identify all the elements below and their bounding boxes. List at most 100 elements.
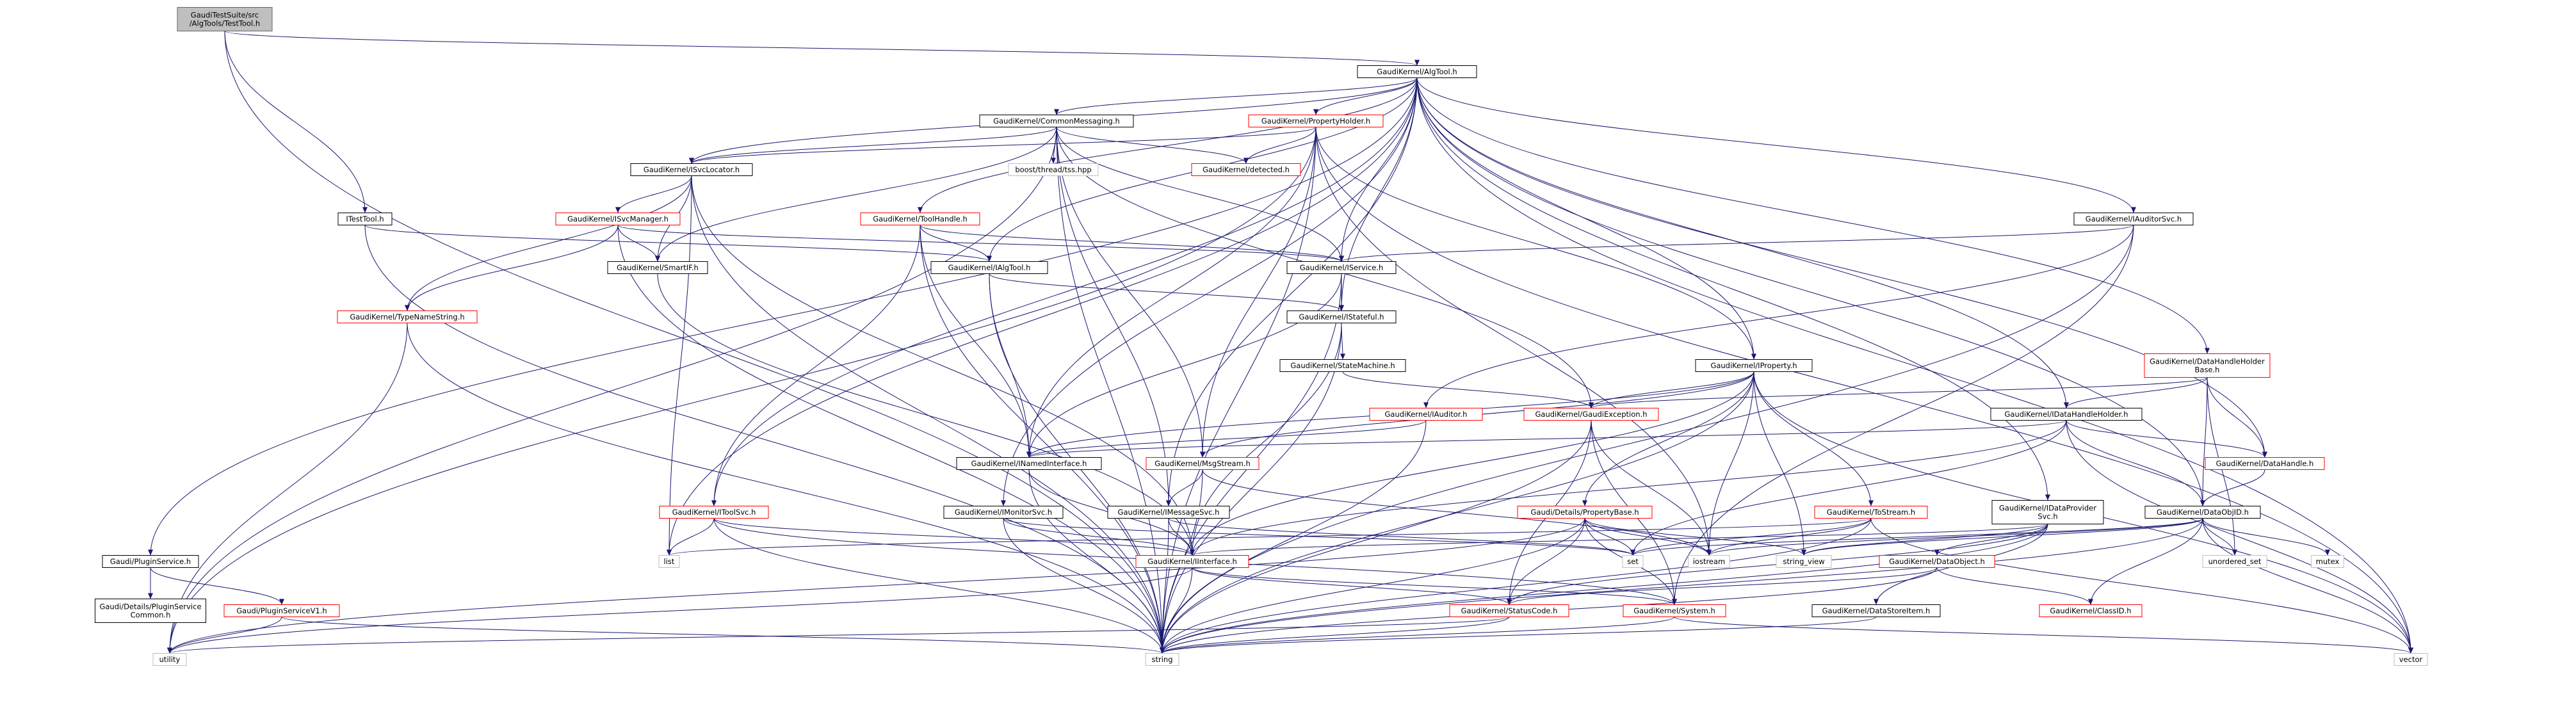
include-edge bbox=[1589, 377, 2208, 408]
file-node-box bbox=[1695, 359, 1813, 372]
file-node[interactable]: GaudiKernel/ToStream.h bbox=[1814, 506, 1928, 519]
file-node[interactable]: GaudiKernel/StatusCode.h bbox=[1449, 604, 1569, 617]
file-node[interactable]: Gaudi/Details/PropertyBase.h bbox=[1517, 506, 1653, 519]
file-node-box bbox=[1517, 506, 1653, 519]
file-node[interactable]: GaudiKernel/DataHandle.h bbox=[2205, 457, 2325, 470]
file-node-label: boost/thread/tss.hpp bbox=[1015, 165, 1091, 174]
include-edge bbox=[1243, 127, 1316, 164]
include-edge bbox=[667, 175, 692, 556]
edge-layer bbox=[148, 31, 2413, 654]
file-node[interactable]: string bbox=[1145, 653, 1179, 666]
file-node-label: iostream bbox=[1693, 557, 1726, 566]
file-node-box bbox=[943, 506, 1064, 519]
file-node[interactable]: GaudiKernel/StateMachine.h bbox=[1279, 359, 1406, 372]
file-node[interactable]: GaudiKernel/TypeNameString.h bbox=[337, 311, 478, 323]
file-node[interactable]: GaudiKernel/IAlgTool.h bbox=[930, 261, 1048, 274]
file-node-label: Svc.h bbox=[2037, 512, 2057, 521]
file-node-label: GaudiKernel/TypeNameString.h bbox=[350, 312, 464, 321]
include-edge bbox=[1160, 420, 1427, 654]
file-node[interactable]: string_view bbox=[1776, 555, 1832, 568]
file-node[interactable]: GaudiKernel/ToolHandle.h bbox=[860, 213, 980, 225]
file-node[interactable]: GaudiKernel/System.h bbox=[1623, 604, 1726, 617]
include-edge bbox=[657, 273, 1195, 556]
file-node[interactable]: iostream bbox=[1688, 555, 1730, 568]
file-node[interactable]: GaudiKernel/IAuditor.h bbox=[1369, 408, 1483, 421]
file-node-label: GaudiKernel/DataObjID.h bbox=[2157, 508, 2249, 517]
file-node[interactable]: GaudiKernel/AlgTool.h bbox=[1357, 65, 1477, 78]
file-node[interactable]: unordered_set bbox=[2202, 555, 2267, 568]
include-edge bbox=[364, 225, 992, 262]
include-edge bbox=[167, 127, 1316, 654]
file-node[interactable]: GaudiKernel/ClassID.h bbox=[2039, 604, 2143, 617]
include-edge bbox=[407, 323, 1165, 654]
include-edge bbox=[1056, 127, 1344, 262]
include-edge bbox=[617, 225, 1344, 262]
include-edge bbox=[1706, 371, 1754, 556]
file-node[interactable]: list bbox=[658, 555, 680, 568]
file-node[interactable]: Gaudi/PluginService.h bbox=[102, 555, 199, 568]
include-edge bbox=[405, 175, 692, 311]
file-node[interactable]: GaudiKernel/DataStoreItem.h bbox=[1811, 604, 1941, 617]
file-node[interactable]: GaudiKernel/detected.h bbox=[1191, 163, 1301, 176]
include-edge bbox=[1507, 567, 1938, 605]
file-node-box bbox=[1814, 506, 1928, 519]
include-edge bbox=[167, 617, 282, 654]
file-node[interactable]: mutex bbox=[2311, 555, 2344, 568]
include-edge bbox=[1582, 371, 1754, 506]
file-node[interactable]: GaudiKernel/ISvcManager.h bbox=[555, 213, 681, 225]
file-node[interactable]: GaudiKernel/GaudiException.h bbox=[1523, 408, 1659, 421]
file-node-label: mutex bbox=[2316, 557, 2340, 566]
file-node[interactable]: GaudiTestSuite/src/AlgTools/TestTool.h bbox=[177, 7, 273, 31]
file-node[interactable]: GaudiKernel/ISvcLocator.h bbox=[630, 163, 753, 176]
include-edge bbox=[667, 77, 1418, 556]
file-node[interactable]: GaudiKernel/CommonMessaging.h bbox=[979, 115, 1134, 127]
file-node[interactable]: vector bbox=[2394, 653, 2428, 666]
include-edge bbox=[919, 225, 992, 262]
file-node[interactable]: GaudiKernel/IMessageSvc.h bbox=[1107, 506, 1230, 519]
file-node[interactable]: set bbox=[1622, 555, 1644, 568]
file-node[interactable]: ITestTool.h bbox=[337, 213, 393, 225]
file-node[interactable]: utility bbox=[152, 653, 187, 666]
file-node-box bbox=[956, 457, 1102, 470]
file-node-label: GaudiKernel/SmartIF.h bbox=[617, 263, 699, 272]
file-node[interactable]: GaudiKernel/DataObjID.h bbox=[2144, 506, 2261, 519]
file-node[interactable]: GaudiKernel/IService.h bbox=[1286, 261, 1397, 274]
file-node-box bbox=[1357, 65, 1477, 78]
file-node[interactable]: GaudiKernel/IStateful.h bbox=[1286, 311, 1397, 323]
include-edge bbox=[2066, 420, 2413, 654]
file-node-label: string bbox=[1151, 655, 1172, 664]
include-edge bbox=[989, 273, 1344, 311]
file-node[interactable]: GaudiKernel/IMonitorSvc.h bbox=[943, 506, 1064, 519]
file-node[interactable]: GaudiKernel/PropertyHolder.h bbox=[1248, 115, 1384, 127]
file-node[interactable]: GaudiKernel/IDataHandleHolder.h bbox=[1990, 408, 2143, 421]
include-edge bbox=[655, 127, 1057, 262]
file-node-box bbox=[2144, 506, 2261, 519]
file-node[interactable]: GaudiKernel/SmartIF.h bbox=[607, 261, 708, 274]
file-node-label: GaudiKernel/StateMachine.h bbox=[1290, 361, 1395, 370]
file-node[interactable]: GaudiKernel/IToolSvc.h bbox=[659, 506, 769, 519]
file-node-label: GaudiKernel/DataStoreItem.h bbox=[1822, 606, 1931, 615]
file-node[interactable]: GaudiKernel/MsgStream.h bbox=[1146, 457, 1260, 470]
include-edge bbox=[1166, 469, 1203, 506]
file-node[interactable]: Gaudi/PluginServiceV1.h bbox=[223, 604, 340, 617]
include-edge bbox=[364, 225, 1165, 654]
include-edge bbox=[2202, 518, 2237, 556]
include-edge bbox=[1934, 524, 2048, 556]
file-node[interactable]: GaudiKernel/IProperty.h bbox=[1695, 359, 1813, 372]
include-edge bbox=[1313, 77, 1418, 115]
include-edge bbox=[667, 518, 1872, 556]
file-node[interactable]: GaudiKernel/IAuditorSvc.h bbox=[2073, 213, 2194, 225]
include-edge bbox=[1160, 567, 1193, 654]
file-node[interactable]: GaudiKernel/IInterface.h bbox=[1135, 555, 1249, 568]
include-edge bbox=[167, 127, 1057, 654]
file-node-box bbox=[1369, 408, 1483, 421]
file-node[interactable]: GaudiKernel/DataObject.h bbox=[1879, 555, 1995, 568]
file-node[interactable]: boost/thread/tss.hpp bbox=[1008, 163, 1099, 176]
file-node[interactable]: GaudiKernel/INamedInterface.h bbox=[956, 457, 1102, 470]
include-edge bbox=[167, 617, 1510, 654]
include-edge bbox=[1706, 518, 2203, 556]
file-node-box bbox=[1279, 359, 1406, 372]
